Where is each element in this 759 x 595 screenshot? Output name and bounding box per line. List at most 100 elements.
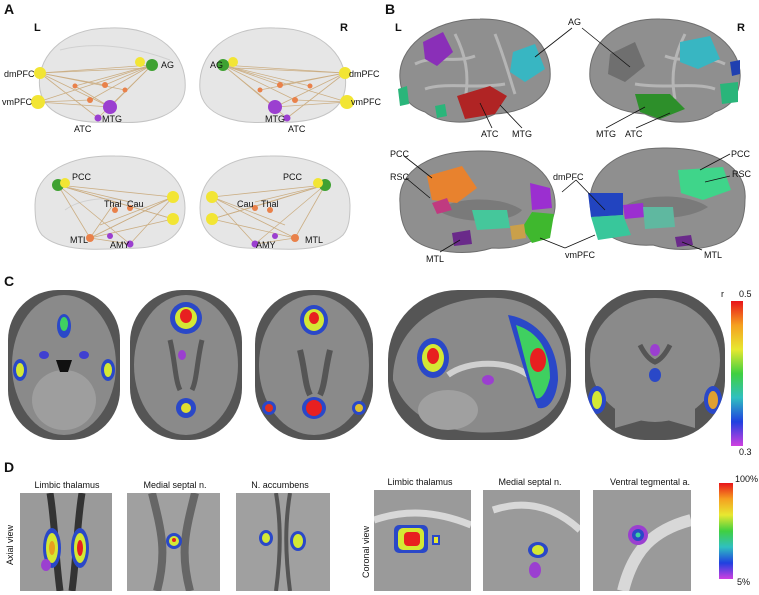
region-subcortical <box>472 210 510 230</box>
colorbar-c-min: 0.3 <box>739 447 752 457</box>
node-amy <box>251 240 259 248</box>
region-small <box>435 104 447 118</box>
label-vmpfc: vmPFC <box>565 250 595 260</box>
node-orange <box>307 83 313 89</box>
label-pcc: PCC <box>283 172 303 182</box>
label-mtl: MTL <box>305 235 323 245</box>
colorbar-c <box>731 301 743 446</box>
node-amy <box>126 240 134 248</box>
node-yellow <box>206 191 218 203</box>
axial-zoom-thalamus <box>20 493 112 591</box>
node-orange <box>292 97 298 103</box>
network-edges <box>222 64 348 119</box>
coronal-slice <box>585 290 725 440</box>
label-vmpfc: vmPFC <box>351 97 381 107</box>
node-orange <box>122 87 128 93</box>
node-ag <box>146 59 158 71</box>
leader-lines-medial <box>403 153 731 253</box>
label-atc: ATC <box>481 129 499 139</box>
label-vmpfc: vmPFC <box>2 97 32 107</box>
label-atc: ATC <box>625 129 643 139</box>
region-small <box>730 60 740 76</box>
label-pcc: PCC <box>72 172 92 182</box>
region-dmpfc <box>588 193 623 217</box>
node-purple <box>107 233 113 239</box>
label-dmpfc: dmPFC <box>553 172 584 182</box>
node-mtg <box>103 100 117 114</box>
label-thal: Thal <box>261 199 279 209</box>
region-pcc <box>678 167 731 200</box>
node-atc <box>283 114 291 122</box>
node-yellow <box>167 191 179 203</box>
label-dmpfc: dmPFC <box>349 69 380 79</box>
node-purple <box>272 233 278 239</box>
node-dmpfc <box>34 67 46 79</box>
region-ag-right <box>608 42 645 82</box>
label-pcc: PCC <box>390 149 410 159</box>
node-thal <box>267 207 273 213</box>
colorbar-c-label: r <box>721 289 724 299</box>
panel-letter-c: C <box>4 273 15 289</box>
panel-letter-b: B <box>385 1 396 17</box>
node-mtl <box>291 234 299 242</box>
label-mtl: MTL <box>704 250 722 260</box>
region-atc-mtg <box>457 86 507 119</box>
node-dmpfc <box>339 67 351 79</box>
node-mtl <box>86 234 94 242</box>
region-vmpfc <box>591 215 631 240</box>
coronal-title-1: Limbic thalamus <box>387 477 453 487</box>
label-mtg: MTG <box>102 114 122 124</box>
node-yellow <box>313 178 323 188</box>
node-orange <box>72 83 78 89</box>
region-small <box>510 224 526 240</box>
region-dmpfc <box>530 183 552 210</box>
node-vmpfc <box>31 95 45 109</box>
label-mtg: MTG <box>265 114 285 124</box>
colorbar-c-max: 0.5 <box>739 289 752 299</box>
label-ag: AG <box>161 60 175 70</box>
leader-lines-ag <box>534 27 631 68</box>
panel-b-left-side-label: L <box>395 22 402 34</box>
node-cau <box>252 205 258 211</box>
region-vmpfc-right <box>720 82 738 104</box>
sagittal-slice <box>388 290 571 440</box>
coronal-zoom-thalamus <box>374 490 471 591</box>
coronal-title-3: Ventral tegmental a. <box>609 477 691 487</box>
label-rsc: RSC <box>732 169 752 179</box>
node-yellow <box>206 213 218 225</box>
region-small <box>623 203 645 219</box>
colorbar-d <box>719 483 733 579</box>
node-mtg <box>268 100 282 114</box>
node-orange <box>102 82 108 88</box>
axial-slice-2 <box>130 290 242 440</box>
label-rsc: RSC <box>390 172 410 182</box>
label-amy: AMY <box>256 240 276 250</box>
region-ag <box>510 44 545 82</box>
label-mtg: MTG <box>596 129 616 139</box>
axial-title-3: N. accumbens <box>251 480 309 490</box>
axial-slice-3 <box>255 290 373 440</box>
region-vmpfc <box>522 212 554 243</box>
panel-b-right-side-label: R <box>737 22 745 34</box>
colorbar-d-min: 5% <box>737 577 751 587</box>
glass-brain-top-left <box>31 27 186 124</box>
cortex-lateral-left <box>398 18 551 123</box>
node-thal <box>112 207 118 213</box>
region-mtg-right <box>635 94 685 119</box>
network-edges <box>57 184 174 245</box>
colorbar-d-max: 100% <box>735 474 759 484</box>
label-mtg: MTG <box>512 129 532 139</box>
node-orange <box>257 87 263 93</box>
label-cau: Cau <box>127 199 144 209</box>
axial-title-1: Limbic thalamus <box>34 480 100 490</box>
coronal-zoom-septal <box>483 490 580 591</box>
network-edges <box>211 184 326 245</box>
node-yellow <box>135 57 145 67</box>
label-atc: ATC <box>288 124 306 134</box>
node-yellow <box>228 57 238 67</box>
cortex-lateral-right <box>589 18 741 123</box>
label-thal: Thal <box>104 199 122 209</box>
coronal-view-label: Coronal view <box>361 525 371 578</box>
glass-brain-top-right <box>199 27 354 124</box>
cortex-medial-right <box>588 147 746 250</box>
